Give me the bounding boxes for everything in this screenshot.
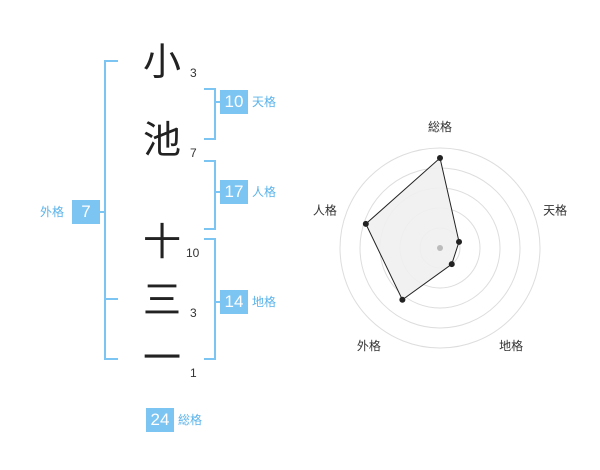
gaikaku-connector	[100, 211, 106, 213]
radar-ring	[339, 147, 541, 349]
soukaku-label: 総格	[178, 413, 203, 427]
radar-area	[365, 157, 460, 301]
gaikaku-bracket	[104, 60, 118, 360]
tenkaku-value: 10	[220, 90, 248, 114]
tenkaku-connector	[214, 101, 220, 103]
radar-center-dot	[437, 245, 443, 251]
radar-axis-label: 外格	[357, 338, 381, 353]
jinkaku-bracket	[204, 160, 216, 230]
gaikaku-bracket-tick	[104, 298, 118, 300]
jinkaku-value: 17	[220, 180, 248, 204]
radar-point	[362, 220, 369, 227]
chikaku-connector	[214, 301, 220, 303]
tenkaku-label: 天格	[252, 95, 277, 109]
name-char-1: 小	[142, 40, 181, 84]
stroke-count-1: 3	[190, 66, 197, 80]
gaikaku-value: 7	[72, 200, 100, 224]
gaikaku-label: 外格	[40, 205, 65, 219]
jinkaku-connector	[214, 191, 220, 193]
name-char-4: 三	[142, 278, 181, 322]
radar-axis-label: 人格	[313, 203, 337, 218]
chikaku-bracket	[204, 238, 216, 360]
chikaku-value: 14	[220, 290, 248, 314]
stroke-count-2: 7	[190, 146, 197, 160]
stroke-count-3: 10	[186, 246, 200, 260]
name-char-5: 一	[142, 336, 181, 380]
jinkaku-label: 人格	[252, 185, 277, 199]
radar-axis-label: 総格	[428, 119, 452, 134]
radar-point	[437, 155, 443, 161]
stroke-count-5: 1	[190, 366, 197, 380]
radar-point	[448, 261, 455, 268]
name-char-2: 池	[142, 118, 181, 162]
radar-point	[456, 238, 463, 245]
tenkaku-bracket	[204, 88, 216, 140]
soukaku-value: 24	[146, 408, 174, 432]
stroke-count-4: 3	[190, 306, 197, 320]
name-char-3: 十	[142, 220, 181, 264]
radar-axis-label: 地格	[499, 338, 523, 353]
radar-axis-label: 天格	[543, 203, 567, 218]
chikaku-label: 地格	[252, 295, 277, 309]
radar-point	[399, 296, 406, 303]
